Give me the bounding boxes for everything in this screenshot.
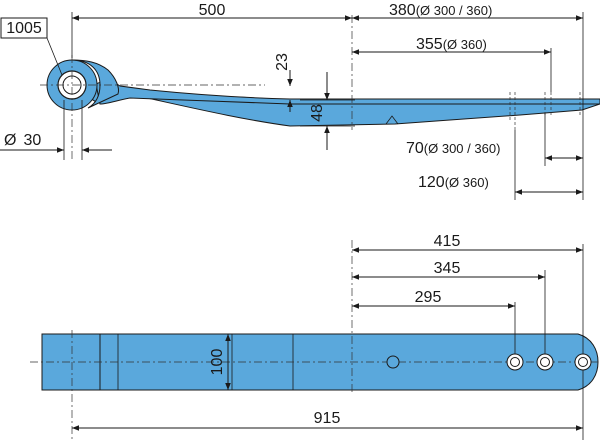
dim-345: 345 [434, 260, 461, 277]
dim-70-note: (Ø 300 / 360) [424, 141, 501, 156]
spring-leaf-side [87, 82, 600, 127]
part-number-box [0, 17, 48, 39]
eye-wrap [71, 59, 119, 109]
dim-120-note: (Ø 360) [445, 175, 489, 190]
dim-eye-diameter: Ø 30 [4, 132, 41, 149]
dim-355-label: 355(Ø 360) [416, 36, 487, 53]
hole-345-inner [540, 357, 550, 367]
dim-70-label: 70(Ø 300 / 360) [406, 140, 500, 157]
dim-100: 100 [209, 349, 226, 376]
dim-355: 355 [416, 36, 443, 53]
part-number-leader [46, 37, 63, 76]
dim-415: 415 [434, 233, 461, 250]
dim-48: 48 [309, 104, 326, 122]
hole-415-inner [578, 357, 588, 367]
dim-380-note: (Ø 300 / 360) [416, 3, 493, 18]
dim-70: 70 [406, 140, 424, 157]
diameter-symbol: Ø [4, 132, 16, 149]
part-number: 1005 [6, 20, 42, 37]
dim-355-note: (Ø 360) [443, 37, 487, 52]
dim-380: 380 [389, 2, 416, 19]
leaf-upper [95, 80, 600, 105]
dim-30: 30 [23, 132, 41, 149]
dim-380-label: 380(Ø 300 / 360) [389, 2, 492, 19]
dim-915: 915 [314, 410, 341, 427]
dim-295: 295 [415, 289, 442, 306]
dim-120: 120 [418, 174, 445, 191]
dim-120-label: 120(Ø 360) [418, 174, 489, 191]
centre-bolt-mark [385, 115, 399, 125]
dim-23: 23 [274, 53, 291, 71]
dim-500: 500 [199, 2, 226, 19]
centre-bolt-hole [386, 355, 400, 369]
hole-295-inner [510, 357, 520, 367]
top-view: 415 345 295 100 915 [30, 233, 599, 440]
